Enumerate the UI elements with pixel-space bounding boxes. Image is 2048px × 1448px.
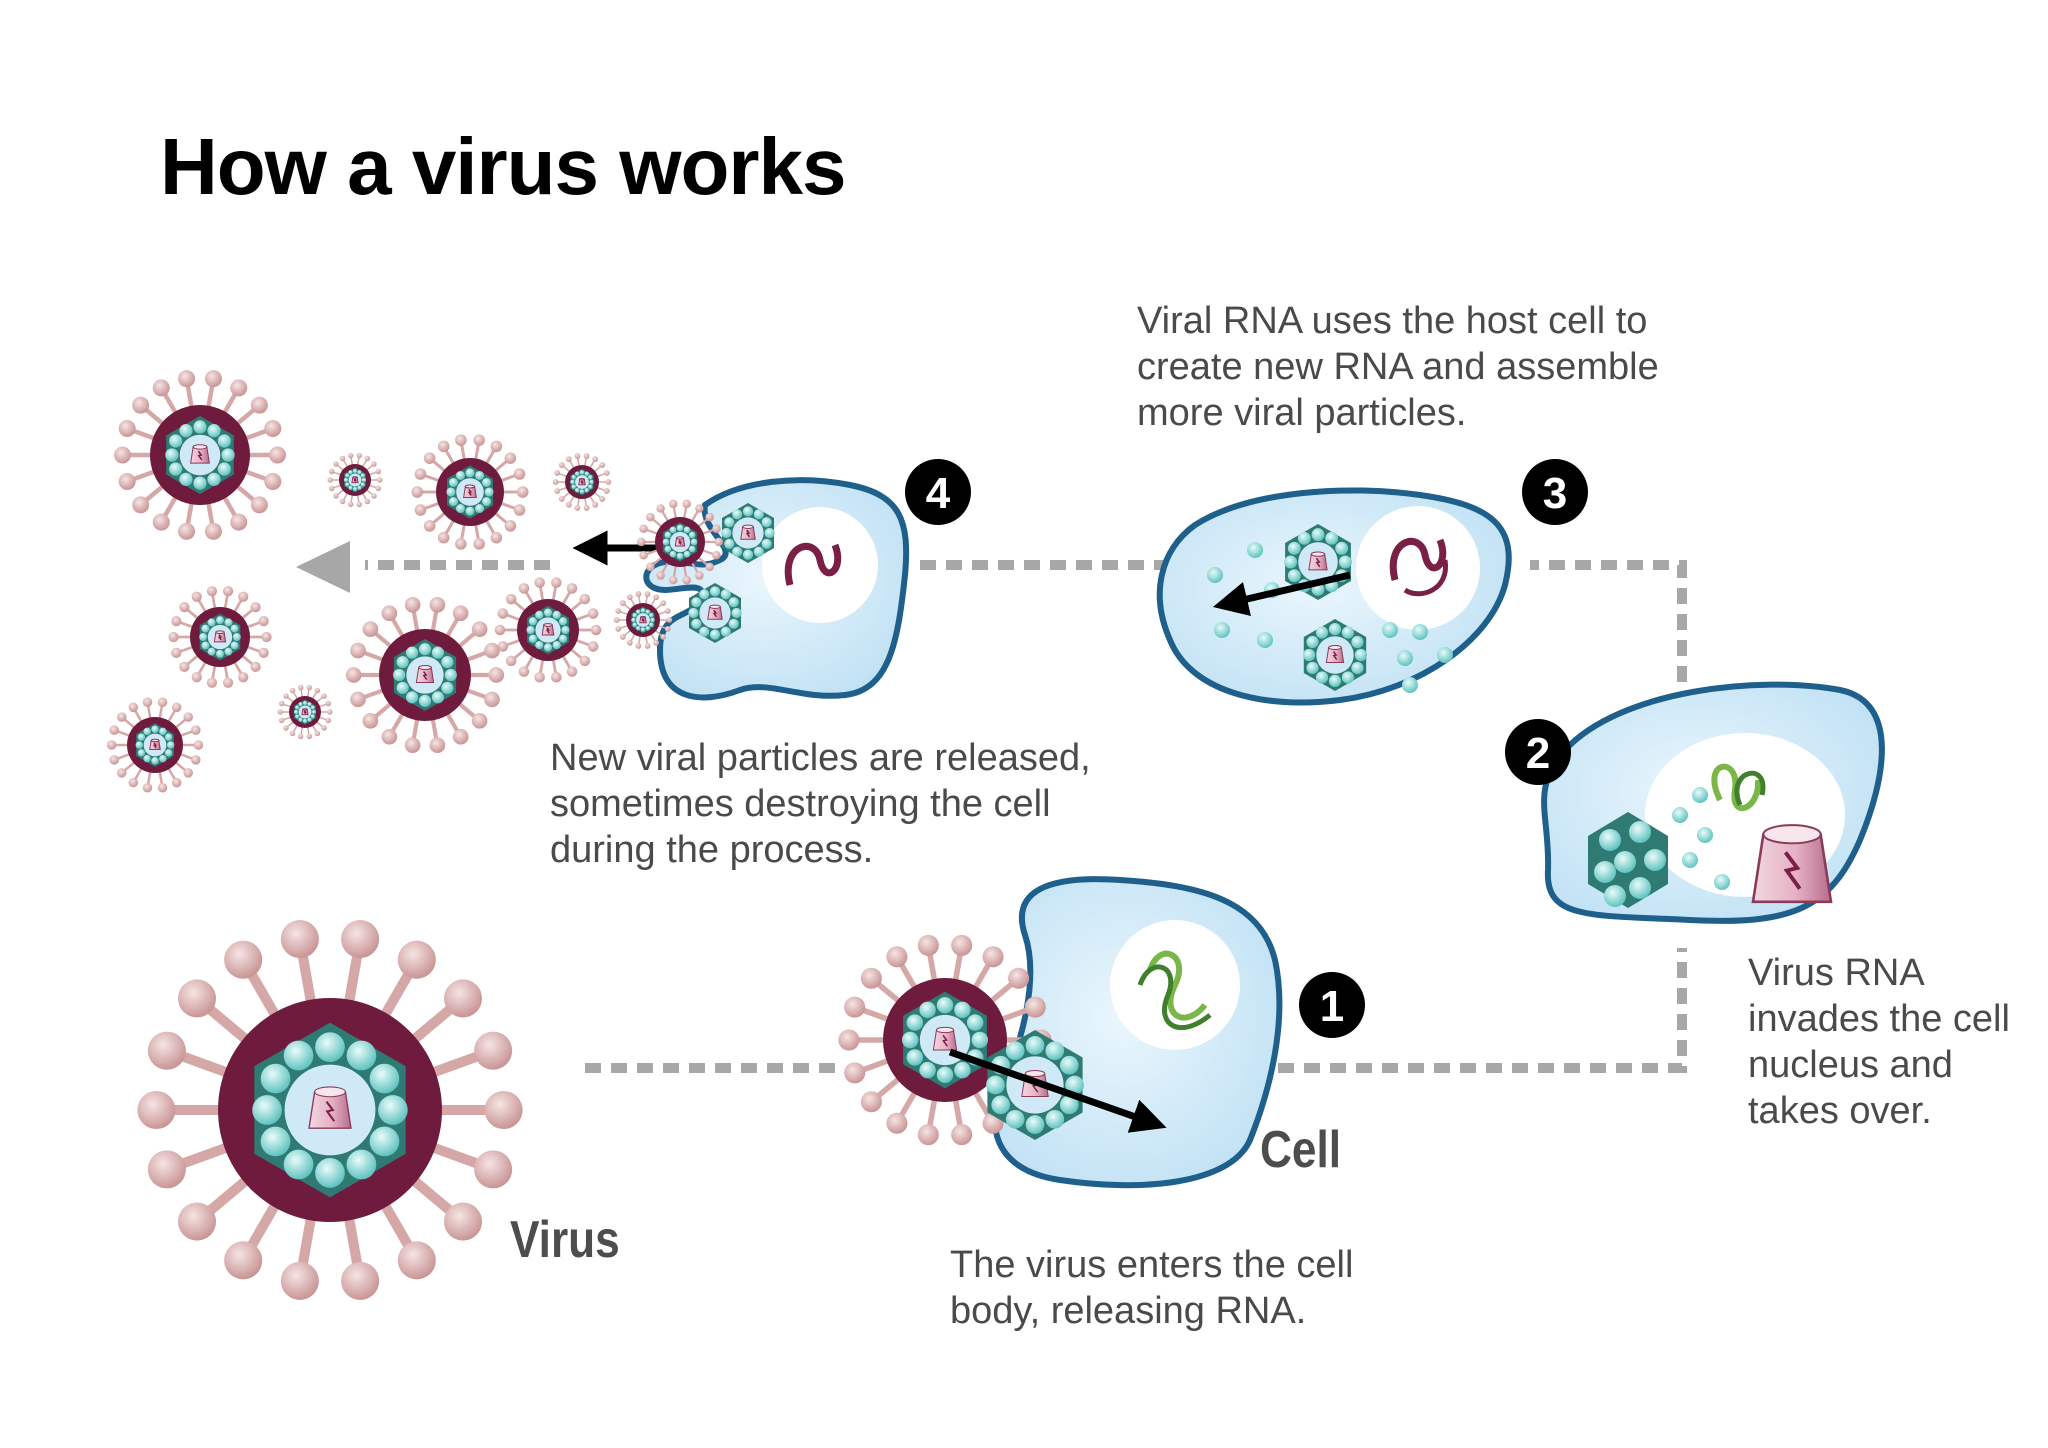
step-4-description: New viral particles are released, someti… bbox=[550, 737, 1091, 871]
cell-3-rna-particles bbox=[1207, 542, 1453, 693]
step-badge-4: 4 bbox=[905, 459, 971, 525]
released-virus-4 bbox=[552, 453, 612, 511]
entry-arrow bbox=[948, 1048, 1167, 1133]
cell-4-capsids bbox=[688, 503, 775, 643]
page-title: How a virus works bbox=[160, 122, 846, 211]
release-arrowhead bbox=[296, 541, 350, 593]
released-virus-5 bbox=[637, 499, 723, 585]
step-badge-4-number: 4 bbox=[926, 469, 951, 518]
released-virus-9 bbox=[345, 596, 505, 754]
step-badge-3: 3 bbox=[1522, 459, 1588, 525]
cell-2-capsid-beads bbox=[1594, 787, 1730, 907]
released-virus-7 bbox=[494, 577, 602, 683]
released-virus-8 bbox=[168, 586, 272, 688]
released-virus-11 bbox=[106, 697, 204, 793]
cell-step-3 bbox=[1156, 487, 1512, 706]
step-2-description: Virus RNA invades the cell nucleus and t… bbox=[1748, 952, 2010, 1132]
process-path bbox=[365, 560, 1687, 1073]
released-virus-particles bbox=[106, 370, 723, 793]
step-badge-3-number: 3 bbox=[1543, 469, 1567, 518]
released-virus-10 bbox=[277, 684, 333, 740]
cell-step-2 bbox=[1541, 681, 1885, 924]
cell-step-4 bbox=[643, 477, 910, 701]
cell-2-rna-cup bbox=[1751, 824, 1833, 904]
step-badge-1-number: 1 bbox=[1320, 982, 1344, 1031]
virus-illustration bbox=[137, 919, 523, 1301]
virus-large bbox=[137, 919, 523, 1301]
step-badge-1: 1 bbox=[1299, 972, 1365, 1038]
virus-label: Virus bbox=[510, 1211, 620, 1269]
step-badge-2-number: 2 bbox=[1526, 729, 1550, 778]
released-virus-6 bbox=[613, 591, 673, 649]
released-virus-2 bbox=[327, 452, 383, 508]
cell-label: Cell bbox=[1260, 1121, 1342, 1179]
step-3-description: Viral RNA uses the host cell to create n… bbox=[1137, 300, 1659, 434]
step-badge-2: 2 bbox=[1505, 719, 1571, 785]
step-1-description: The virus enters the cell body, releasin… bbox=[950, 1244, 1354, 1332]
cell-3-capsids bbox=[1284, 524, 1368, 691]
released-virus-1 bbox=[114, 370, 286, 540]
released-virus-3 bbox=[411, 434, 529, 550]
assembly-arrow bbox=[1212, 571, 1351, 617]
